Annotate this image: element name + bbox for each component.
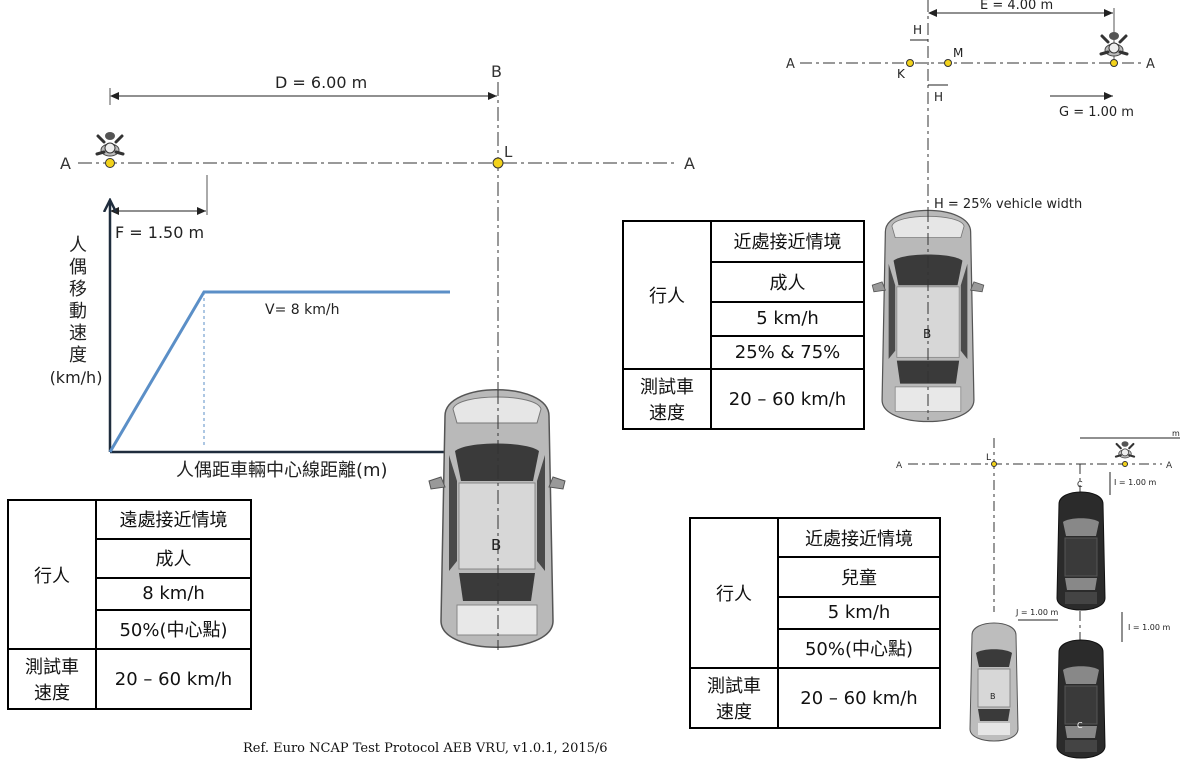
far-approach-table: 行人 遠處接近情境 成人 8 km/h 50%(中心點) 測試車 速度 20 –…	[7, 499, 252, 710]
y-axis-char: 移	[69, 279, 87, 300]
point-k-label: K	[897, 67, 906, 81]
speed-profile-line	[108, 290, 450, 453]
test-vehicle-icon	[969, 622, 1019, 742]
vehicle-speed-row-header: 測試車 速度	[7, 648, 97, 710]
x-axis-label: 人偶距車輛中心線距離(m)	[176, 460, 388, 481]
near-adult-table: 行人 近處接近情境 成人 5 km/h 25% & 75% 測試車 速度 20 …	[622, 220, 865, 430]
vehicle-speed-cell: 20 – 60 km/h	[777, 667, 941, 729]
left-diagram: A A B D = 6.00 m F = 1.50 m L V= 8 km/h …	[50, 62, 695, 650]
point-l-label: L	[504, 143, 513, 161]
distance-i-top-label: I = 1.00 m	[1114, 478, 1157, 487]
scenario-cell: 近處接近情境	[777, 516, 941, 559]
h-bottom-label: H	[934, 90, 943, 104]
y-axis-char: 人	[69, 235, 87, 256]
start-point	[1110, 59, 1118, 67]
line-a-label-right: A	[1166, 461, 1173, 471]
point-l-label: L	[986, 453, 991, 463]
scenario-cell: 遠處接近情境	[95, 499, 252, 540]
pedestrian-dummy-icon	[1114, 440, 1136, 460]
line-b-label: B	[491, 62, 502, 81]
vehicle-header-line1: 測試車	[707, 676, 761, 697]
y-axis-label: 人 偶 移 動 速 度 (km/h)	[50, 235, 103, 387]
vehicle-speed-cell: 20 – 60 km/h	[95, 648, 252, 710]
y-axis-char: 度	[69, 345, 87, 366]
top-right-diagram: A A E = 4.00 m H H K M G = 1.00 m H = 25…	[786, 0, 1155, 423]
subject-cell: 成人	[710, 260, 865, 304]
pedestrian-dummy-icon	[95, 130, 125, 158]
speed-cell: 5 km/h	[710, 301, 865, 337]
distance-i-mid-label: I = 1.00 m	[1128, 623, 1171, 632]
obstruction-vehicle-icon	[1056, 639, 1106, 759]
subject-cell: 兒童	[777, 556, 941, 598]
scenario-cell: 近處接近情境	[710, 220, 865, 263]
y-axis-char: 速	[69, 323, 87, 344]
distance-j-label: J = 1.00 m	[1015, 608, 1059, 617]
car-b-label: B	[990, 692, 996, 701]
impact-cell: 25% & 75%	[710, 334, 865, 371]
near-child-table: 行人 近處接近情境 兒童 5 km/h 50%(中心點) 測試車 速度 20 –…	[689, 516, 941, 729]
distance-f-label: F = 1.50 m	[115, 223, 204, 242]
speed-cell: 5 km/h	[777, 595, 941, 630]
car-b-label: B	[491, 536, 501, 554]
point-m	[944, 59, 952, 67]
start-point	[1122, 461, 1128, 467]
speed-cell: 8 km/h	[95, 576, 252, 611]
distance-e-label: E = 4.00 m	[980, 0, 1053, 13]
line-a-label-right: A	[684, 154, 695, 173]
pedestrian-row-header: 行人	[622, 220, 712, 370]
vehicle-speed-row-header: 測試車 速度	[622, 368, 712, 430]
impact-cell: 50%(中心點)	[777, 627, 941, 670]
vehicle-header-line1: 測試車	[640, 377, 694, 398]
car-c-label: C	[1077, 721, 1083, 730]
impact-cell: 50%(中心點)	[95, 608, 252, 651]
speed-label: V= 8 km/h	[265, 302, 339, 318]
obstruction-vehicle-icon	[1056, 491, 1106, 611]
car-b-label: B	[923, 327, 931, 341]
vehicle-header-line2: 速度	[649, 403, 685, 424]
bottom-right-diagram: A A L m I = 1.00 m C I = 1.00 m J = 1.00…	[896, 429, 1180, 759]
car-c-label: C	[1077, 480, 1083, 489]
h-top-label: H	[913, 23, 922, 37]
point-m-label: M	[953, 46, 963, 60]
pedestrian-row-header: 行人	[7, 499, 97, 650]
line-a-label-left: A	[60, 154, 71, 173]
test-vehicle-icon	[428, 389, 566, 648]
start-point	[105, 158, 115, 168]
vehicle-header-line2: 速度	[716, 702, 752, 723]
distance-d-label: D = 6.00 m	[275, 73, 367, 92]
y-axis-char: 動	[69, 301, 87, 322]
pedestrian-row-header: 行人	[689, 517, 779, 669]
vehicle-header-line1: 測試車	[25, 657, 79, 678]
vehicle-speed-cell: 20 – 60 km/h	[710, 368, 865, 430]
impact-point-l	[492, 157, 504, 169]
line-a-label-left: A	[896, 461, 903, 471]
distance-g-label: G = 1.00 m	[1059, 105, 1134, 120]
vehicle-speed-row-header: 測試車 速度	[689, 667, 779, 729]
line-a-label-left: A	[786, 57, 795, 72]
pedestrian-dummy-icon	[1099, 30, 1129, 58]
vehicle-header-line2: 速度	[34, 683, 70, 704]
reference-note: Ref. Euro NCAP Test Protocol AEB VRU, v1…	[243, 741, 608, 756]
unit-m: m	[1172, 429, 1180, 438]
y-axis-unit: (km/h)	[50, 368, 103, 387]
line-a-label-right: A	[1146, 57, 1155, 72]
h-definition: H = 25% vehicle width	[934, 197, 1082, 212]
point-k	[906, 59, 914, 67]
y-axis-char: 偶	[69, 257, 87, 278]
subject-cell: 成人	[95, 537, 252, 579]
impact-point-l	[991, 461, 997, 467]
